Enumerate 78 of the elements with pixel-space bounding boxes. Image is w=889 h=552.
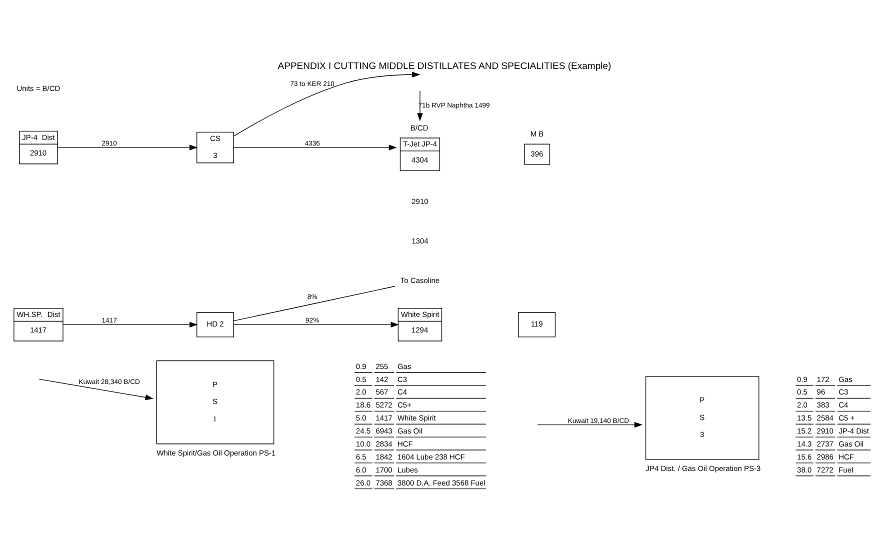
label: White Spirit	[397, 414, 436, 423]
node-box: 396	[524, 144, 550, 165]
label: 13.5	[797, 414, 812, 423]
label: 0.5	[356, 374, 366, 384]
label: HCF	[397, 439, 413, 448]
arrow	[233, 322, 399, 328]
label: 2737	[816, 439, 834, 448]
label: 24.5	[356, 426, 371, 436]
label: 2910	[412, 196, 428, 206]
label: 5.0	[356, 414, 366, 423]
label: 6943	[376, 426, 392, 436]
node-label: B/CD	[410, 123, 428, 132]
node-label: JP4 Dist. / Gas Oil Operation PS-3	[646, 464, 761, 473]
label: 2.0	[797, 400, 808, 410]
label: Gas	[397, 362, 412, 371]
label: C5 +	[838, 414, 855, 423]
label: 255	[376, 362, 388, 371]
label: 2.0	[356, 388, 366, 397]
label: 3800 D.A. Feed 3568 Fuel	[397, 478, 486, 488]
node-label: M B	[530, 130, 544, 138]
node-label: White Spirit/Gas Oil Operation PS-1	[156, 448, 276, 458]
label: 10.0	[356, 439, 371, 448]
label: 142	[376, 374, 388, 384]
label: 1604 Lube 238 HCF	[397, 452, 465, 462]
label: HCF	[838, 452, 854, 462]
label: Gas	[838, 374, 852, 384]
arrow	[537, 422, 643, 428]
node-box: P S 3	[645, 376, 760, 460]
diagram-title: APPENDIX I CUTTING MIDDLE DISTILLATES AND SPECIALITIES (Example)	[278, 61, 612, 72]
label: C5+	[397, 400, 412, 410]
arrow	[417, 90, 423, 122]
node-text: To Casoline	[400, 276, 440, 285]
label: 2584	[816, 414, 834, 423]
label: 1417	[376, 414, 392, 423]
arrow	[233, 144, 398, 150]
label: 172	[816, 374, 830, 384]
label: 1842	[376, 452, 392, 462]
arrow	[233, 72, 420, 137]
label: 383	[816, 400, 830, 410]
label: 2986	[816, 452, 834, 462]
label: JP-4 Dist	[838, 426, 869, 436]
label: Units = B/CD	[16, 84, 60, 93]
label: Fuel	[838, 465, 854, 474]
label: 0.9	[797, 374, 808, 384]
label: 0.5	[797, 388, 808, 397]
label: 15.2	[797, 426, 812, 436]
label: 18.6	[356, 400, 371, 410]
label: 5272	[376, 400, 392, 410]
label: Gas Oil	[397, 426, 422, 436]
label: Lubes	[397, 465, 418, 474]
connector	[233, 286, 396, 322]
label: 7272	[816, 465, 834, 474]
label: 96	[816, 388, 826, 397]
label: 26.0	[356, 478, 371, 488]
label: 14.3	[797, 439, 812, 448]
label: C4	[397, 388, 408, 397]
node-box: HD 2	[196, 312, 234, 338]
label: 1700	[376, 465, 392, 474]
label: 38.0	[797, 465, 812, 474]
label: 15.6	[797, 452, 812, 462]
label: 1304	[412, 236, 428, 246]
arrow	[57, 144, 198, 150]
label: 2910	[816, 426, 834, 436]
label: C4	[838, 400, 848, 410]
label: 2834	[376, 439, 392, 448]
label: 6.5	[356, 452, 366, 462]
node-box: 119	[518, 312, 556, 338]
arrow	[38, 378, 154, 400]
arrow	[62, 322, 198, 328]
label: C3	[397, 374, 408, 384]
label: 6.0	[356, 465, 366, 474]
label: Gas Oil	[838, 439, 864, 448]
label: 7368	[376, 478, 392, 488]
label: C3	[838, 388, 848, 397]
node-box: CS 3	[196, 132, 234, 164]
label: 567	[376, 388, 388, 397]
label: 0.9	[356, 362, 366, 371]
node-box: P S I	[156, 360, 274, 444]
